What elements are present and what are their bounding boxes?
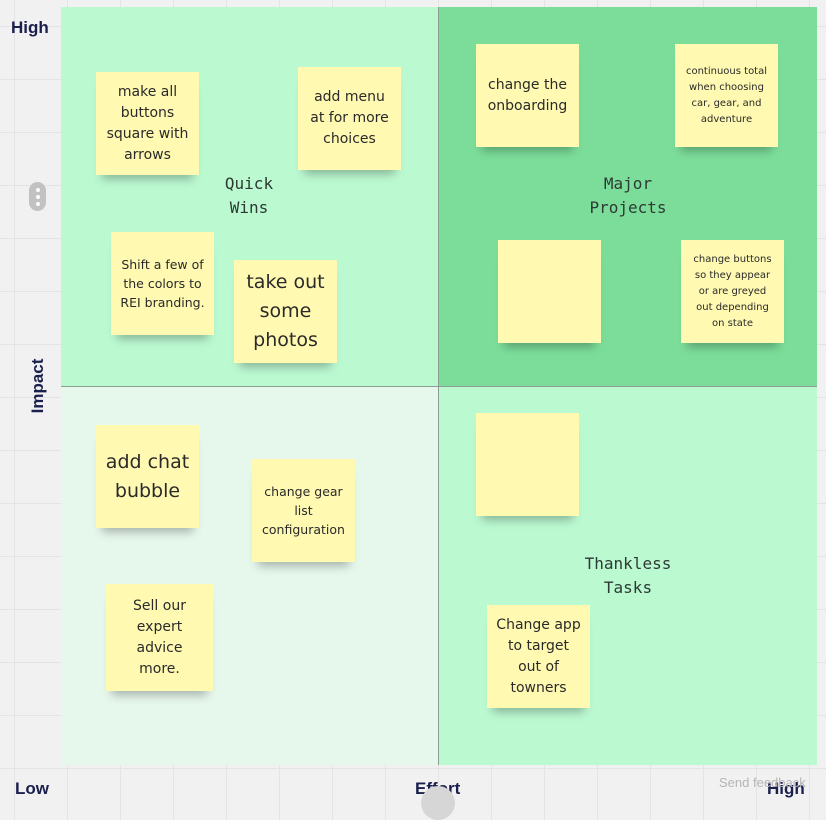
sticky-note-text: add menu at for more choices	[310, 89, 389, 147]
sticky-note[interactable]: Sell our expert advice more.	[106, 584, 213, 691]
sticky-note-text: Change app to target out of towners	[496, 616, 581, 696]
effort-high-label: High	[767, 779, 805, 798]
sticky-note[interactable]: take out some photos	[234, 260, 337, 363]
quadrant-title-quick-wins[interactable]: Quick Wins	[224, 174, 274, 217]
sticky-note-text: Shift a few of the colors to REI brandin…	[120, 257, 205, 310]
low-label: Low	[15, 779, 49, 798]
sticky-note[interactable]: change the onboarding	[476, 44, 579, 147]
sticky-note[interactable]: make all buttons square with arrows	[96, 72, 199, 175]
sticky-note[interactable]: add chat bubble	[96, 425, 199, 528]
vertical-ellipsis-icon[interactable]	[29, 182, 46, 211]
circle-icon[interactable]	[421, 786, 455, 820]
sticky-note[interactable]: add menu at for more choices	[298, 67, 401, 170]
sticky-note-text: take out some photos	[246, 271, 325, 351]
sticky-note-text: Sell our expert advice more.	[133, 597, 186, 677]
sticky-note-empty[interactable]	[476, 413, 579, 516]
sticky-note-text: change gear list configuration	[262, 484, 345, 537]
horizontal-divider	[61, 386, 817, 387]
sticky-note-text: add chat bubble	[105, 450, 190, 502]
send-feedback-link[interactable]: Send feedback	[719, 775, 806, 790]
sticky-note[interactable]: change gear list configuration	[252, 459, 355, 562]
sticky-note[interactable]: Change app to target out of towners	[487, 605, 590, 708]
sticky-note[interactable]: continuous total when choosing car, gear…	[675, 44, 778, 147]
sticky-note-empty[interactable]	[498, 240, 601, 343]
sticky-note[interactable]: change buttons so they appear or are gre…	[681, 240, 784, 343]
impact-high-label: High	[11, 18, 49, 37]
sticky-note[interactable]: Shift a few of the colors to REI brandin…	[111, 232, 214, 335]
sticky-note-text: change the onboarding	[487, 76, 568, 114]
sticky-note-text: make all buttons square with arrows	[106, 83, 189, 163]
quadrant-title-major-projects[interactable]: Major Projects	[589, 174, 667, 217]
quadrant-title-thankless-tasks[interactable]: Thankless Tasks	[584, 554, 672, 597]
sticky-note-text: change buttons so they appear or are gre…	[693, 253, 772, 329]
sticky-note-text: continuous total when choosing car, gear…	[685, 65, 768, 125]
impact-axis-label: Impact	[28, 358, 47, 414]
